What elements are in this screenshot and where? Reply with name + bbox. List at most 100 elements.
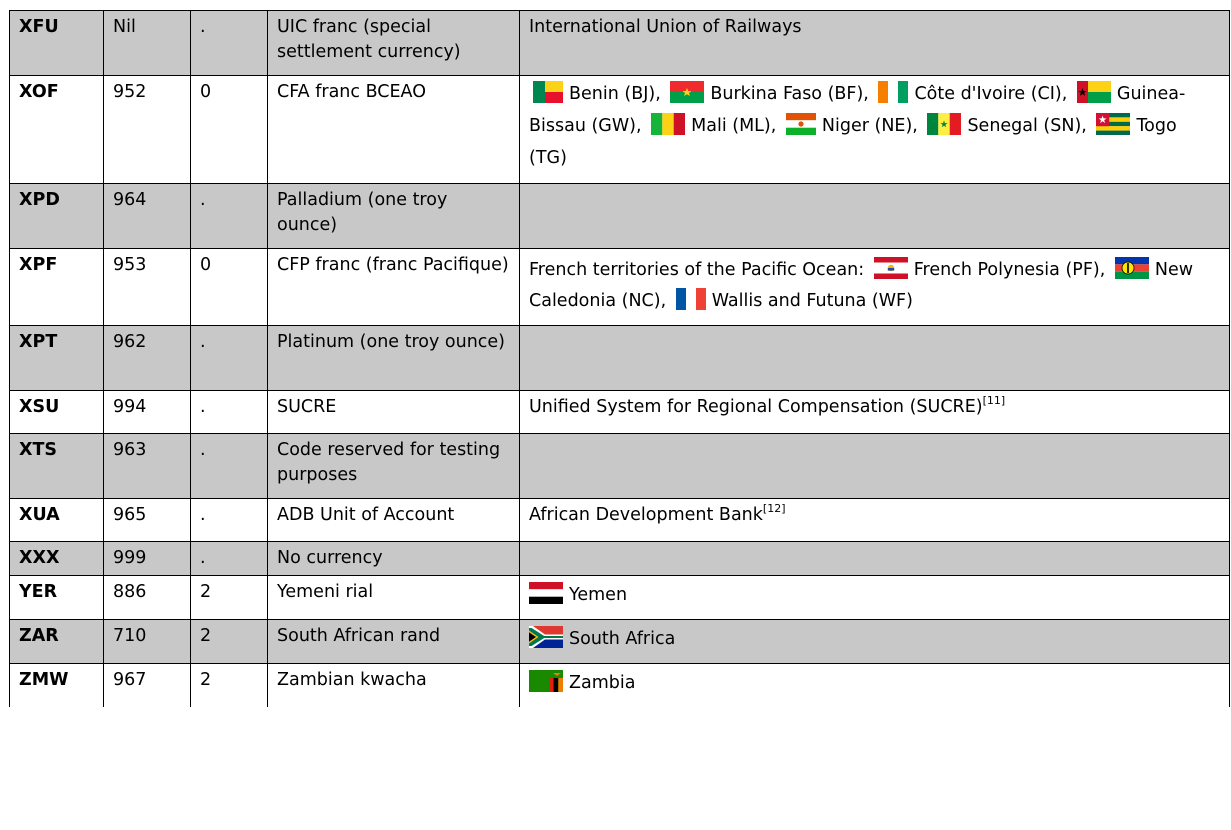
entity-french-polynesia: French Polynesia (PF), [870,257,1105,280]
currency-exponent: . [190,183,268,249]
currency-name: CFP franc (franc Pacifique) [267,248,520,326]
currency-code: XUA [9,498,104,542]
flag-burkina-faso-icon [670,81,705,103]
location-prefix: French territories of the Pacific Ocean: [529,260,865,280]
currency-number: 710 [103,619,191,664]
currency-name: Yemeni rial [267,575,520,620]
flag-benin-icon [533,81,563,103]
entity-mali: Mali (ML), [647,113,776,136]
entity-wallis-futuna: Wallis and Futuna (WF) [672,288,913,311]
flag-senegal-icon [927,113,962,135]
currency-exponent: . [190,10,268,76]
entity-zambia: Zambia [529,670,635,693]
table-row: XTS 963 . Code reserved for testing purp… [9,433,1230,499]
currency-table: XFU Nil . UIC franc (special settlement … [9,10,1230,707]
currency-name: South African rand [267,619,520,664]
currency-code: XXX [9,541,104,576]
flag-french-polynesia-icon [873,257,908,279]
currency-name: Code reserved for testing purposes [267,433,520,499]
currency-number: 952 [103,75,191,184]
currency-location [519,183,1230,249]
flag-zambia-icon [529,670,563,692]
table-row: XOF 952 0 CFA franc BCEAO Benin (BJ), Bu… [9,75,1230,184]
currency-code: XPT [9,325,104,391]
currency-location: South Africa [519,619,1230,664]
currency-location: International Union of Railways [519,10,1230,76]
reference-link[interactable]: [12] [762,502,786,515]
flag-guinea-bissau-icon [1076,81,1111,103]
currency-name: SUCRE [267,390,520,434]
flag-niger-icon [785,113,816,135]
currency-exponent: 0 [190,248,268,326]
currency-code: ZAR [9,619,104,664]
currency-name: Platinum (one troy ounce) [267,325,520,391]
currency-location: Benin (BJ), Burkina Faso (BF), Côte d'Iv… [519,75,1230,184]
currency-number: Nil [103,10,191,76]
currency-location [519,541,1230,576]
entity-benin: Benin (BJ), [529,81,661,104]
entity-guinea-bissau: Guinea-Bissau (GW), [529,81,1185,136]
currency-location: African Development Bank[12] [519,498,1230,542]
currency-name: UIC franc (special settlement currency) [267,10,520,76]
entity-cote-divoire: Côte d'Ivoire (CI), [874,81,1067,104]
table-row: XXX 999 . No currency [9,541,1230,576]
table-row: XPD 964 . Palladium (one troy ounce) [9,183,1230,249]
table-row: ZAR 710 2 South African rand South Afric… [9,619,1230,664]
currency-name: Palladium (one troy ounce) [267,183,520,249]
currency-location [519,433,1230,499]
currency-code: XOF [9,75,104,184]
currency-number: 965 [103,498,191,542]
currency-exponent: . [190,433,268,499]
currency-exponent: 2 [190,663,268,707]
currency-code: XTS [9,433,104,499]
entity-yemen: Yemen [529,582,627,605]
currency-code: YER [9,575,104,620]
currency-exponent: . [190,498,268,542]
currency-code: ZMW [9,663,104,707]
currency-number: 886 [103,575,191,620]
currency-code: XFU [9,10,104,76]
entity-senegal: Senegal (SN), [923,113,1087,136]
table-row: XSU 994 . SUCRE Unified System for Regio… [9,390,1230,434]
currency-number: 967 [103,663,191,707]
currency-location: Unified System for Regional Compensation… [519,390,1230,434]
flag-togo-icon [1096,113,1131,135]
currency-number: 999 [103,541,191,576]
currency-number: 963 [103,433,191,499]
table-row: YER 886 2 Yemeni rial Yemen [9,575,1230,620]
currency-number: 994 [103,390,191,434]
currency-number: 962 [103,325,191,391]
currency-exponent: 0 [190,75,268,184]
currency-location: Yemen [519,575,1230,620]
entity-new-caledonia: New Caledonia (NC), [529,257,1193,311]
entity-burkina-faso: Burkina Faso (BF), [666,81,869,104]
currency-exponent: 2 [190,619,268,664]
table-row: ZMW 967 2 Zambian kwacha Zambia [9,663,1230,707]
currency-exponent: . [190,541,268,576]
table-row: XPF 953 0 CFP franc (franc Pacifique) Fr… [9,248,1230,326]
currency-number: 964 [103,183,191,249]
table-row: XUA 965 . ADB Unit of Account African De… [9,498,1230,542]
currency-location: Zambia [519,663,1230,707]
currency-exponent: . [190,325,268,391]
currency-name: Zambian kwacha [267,663,520,707]
currency-number: 953 [103,248,191,326]
reference-link[interactable]: [11] [982,394,1006,407]
flag-cote-divoire-icon [878,81,909,103]
entity-niger: Niger (NE), [782,113,918,136]
currency-exponent: 2 [190,575,268,620]
flag-wallis-futuna-icon [675,288,706,310]
currency-code: XSU [9,390,104,434]
currency-name: CFA franc BCEAO [267,75,520,184]
currency-code: XPF [9,248,104,326]
currency-location [519,325,1230,391]
entity-south-africa: South Africa [529,626,675,649]
flag-yemen-icon [529,582,563,604]
currency-code: XPD [9,183,104,249]
entity-togo: Togo (TG) [529,113,1177,168]
currency-exponent: . [190,390,268,434]
currency-location: French territories of the Pacific Ocean:… [519,248,1230,326]
table-row: XFU Nil . UIC franc (special settlement … [9,10,1230,76]
table-row: XPT 962 . Platinum (one troy ounce) [9,325,1230,391]
currency-name: No currency [267,541,520,576]
